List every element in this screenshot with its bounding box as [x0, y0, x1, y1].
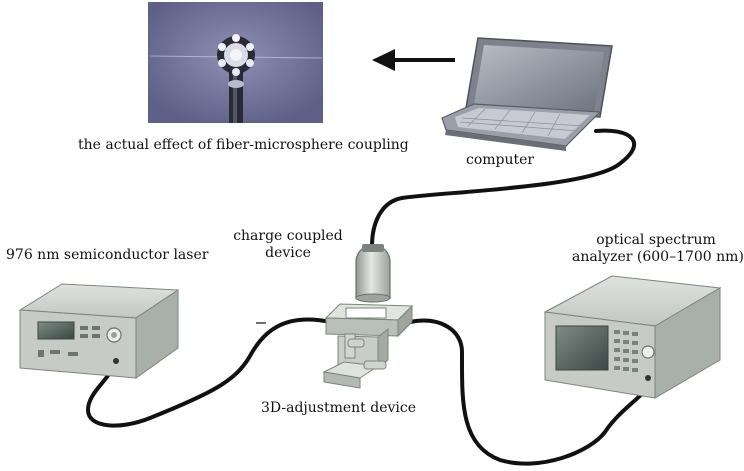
spectrum-analyzer-icon — [543, 275, 722, 399]
stage-mount-icon — [322, 303, 414, 389]
laser-label: 976 nm semiconductor laser — [6, 247, 209, 263]
ccd-label: charge coupled device — [226, 228, 350, 262]
osa-label: optical spectrum analyzer (600–1700 nm) — [572, 232, 744, 266]
osa-label-line2: analyzer (600–1700 nm) — [572, 249, 744, 265]
ccd-label-line2: device — [265, 245, 311, 261]
stage-label: 3D-adjustment device — [261, 400, 417, 416]
fiber-cables — [85, 128, 654, 466]
microsphere-image — [217, 34, 255, 123]
osa-label-line1: optical spectrum — [596, 232, 716, 248]
ccd-label-line1: charge coupled — [233, 228, 343, 244]
arrow-left-icon — [372, 49, 455, 71]
fiber-stage-to-osa — [408, 318, 654, 466]
cable-computer-to-ccd — [370, 128, 636, 248]
ccd-camera-icon — [355, 244, 391, 303]
computer-label: computer — [466, 152, 535, 168]
fiber-laser-to-stage — [85, 317, 332, 428]
laptop-icon — [441, 37, 613, 151]
photo-caption: the actual effect of fiber-microsphere c… — [78, 137, 409, 153]
coupling-photo — [148, 2, 323, 123]
laser-box-icon — [18, 283, 180, 379]
